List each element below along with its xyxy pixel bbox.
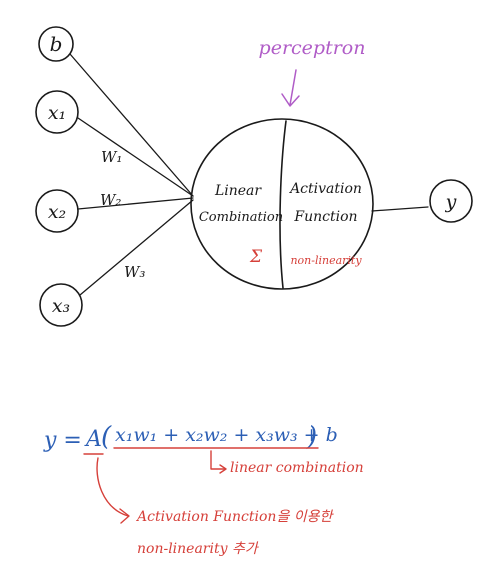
input-connections: [69, 53, 194, 296]
equation: y = A ( x₁w₁ + x₂w₂ + x₃w₃ + b ): [43, 422, 338, 455]
activation-note-line2: non-linearity 추가: [137, 541, 260, 557]
non-linearity-note: non-linearity: [290, 254, 362, 267]
weight-label-w1: W₁: [101, 148, 122, 166]
weight-label-w2: W₂: [100, 191, 121, 209]
input-node-x3: x₃: [39, 283, 83, 327]
input-node-b: b: [38, 26, 74, 62]
neuron-left-label-line2: Combination: [199, 210, 283, 225]
activation-note-line1: Activation Function을 이용한: [135, 509, 335, 525]
edge-x3: [79, 199, 194, 296]
neuron-right-label-line1: Activation: [288, 181, 362, 197]
equation-close-paren: ): [306, 422, 317, 452]
neuron-left-label-line1: Linear: [214, 183, 262, 199]
edge-x2: [77, 197, 194, 210]
input-label-x1: x₁: [48, 102, 66, 124]
neuron-right-label-line2: Function: [293, 209, 357, 225]
edge-b: [69, 53, 194, 197]
neuron-divider: [279, 120, 287, 289]
linear-combination-text: linear combination: [230, 460, 364, 476]
input-label-x2: x₂: [48, 201, 66, 223]
input-label-x3: x₃: [52, 295, 70, 317]
equation-terms: x₁w₁ + x₂w₂ + x₃w₃ + b: [115, 424, 338, 446]
activation-symbol: A: [84, 427, 102, 452]
neuron: Linear Combination Σ Activation Function…: [190, 118, 374, 290]
perceptron-label: perceptron: [259, 37, 366, 59]
output-label-y: y: [445, 191, 457, 213]
input-node-x2: x₂: [35, 189, 79, 233]
output-node-y: y: [429, 179, 473, 223]
equation-open-paren: (: [101, 422, 112, 452]
input-node-x1: x₁: [35, 90, 79, 134]
linear-combination-note: linear combination: [210, 450, 364, 476]
edge-output: [371, 206, 429, 212]
weight-label-w3: W₃: [124, 263, 145, 281]
equation-lhs: y =: [43, 428, 82, 453]
activation-function-note: Activation Function을 이용한 non-linearity 추…: [96, 457, 335, 557]
perceptron-arrow: [281, 69, 300, 107]
edge-x1: [77, 117, 194, 197]
sigma-symbol: Σ: [249, 247, 263, 267]
input-label-b: b: [50, 32, 63, 56]
